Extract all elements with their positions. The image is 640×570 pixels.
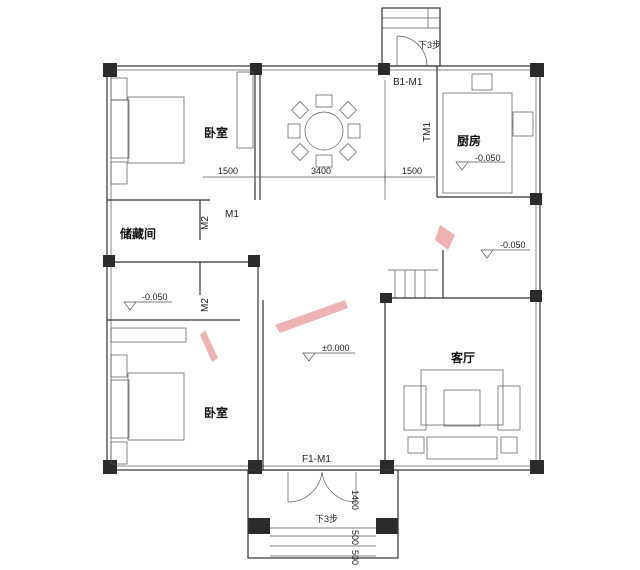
dimension-500-a: 500 xyxy=(350,530,360,545)
sofa-set xyxy=(403,369,521,460)
dimension-3400: 3400 xyxy=(311,166,331,176)
bed-bottom xyxy=(110,354,185,465)
wardrobe xyxy=(110,71,254,343)
columns xyxy=(103,63,544,534)
door-label-m2-storage: M2 xyxy=(200,216,211,230)
door-label-m1: M1 xyxy=(225,209,239,220)
dining-table xyxy=(287,94,361,168)
door-label-tm1: TM1 xyxy=(422,122,433,142)
steps-front: 下3步 xyxy=(315,514,338,524)
room-label-bedroom-bottom: 卧室 xyxy=(204,405,228,420)
watermark xyxy=(200,225,455,362)
back-porch xyxy=(381,7,441,67)
kitchen-fixtures xyxy=(442,73,534,194)
front-porch xyxy=(247,469,399,559)
room-label-kitchen: 厨房 xyxy=(457,133,481,148)
stairs xyxy=(388,269,438,298)
steps-back: 下3步 xyxy=(418,40,441,50)
room-label-living-room: 客厅 xyxy=(450,350,475,365)
room-label-storage: 储藏间 xyxy=(120,226,156,241)
door-label-f1-m1: F1-M1 xyxy=(302,454,331,465)
elevation-bathroom: -0.050 xyxy=(142,292,168,302)
dimension-1500-right: 1500 xyxy=(402,166,422,176)
outer-walls xyxy=(106,65,541,471)
dimension-1400: 1400 xyxy=(350,490,360,510)
interior-walls xyxy=(107,66,540,470)
elevation-toilet: -0.050 xyxy=(500,240,526,250)
elevation-markers xyxy=(123,161,530,362)
dimension-line xyxy=(203,172,435,182)
door-label-b1-m1: B1-M1 xyxy=(393,77,423,88)
elevation-hall: ±0.000 xyxy=(322,343,349,353)
door-label-m2-bath: M2 xyxy=(200,298,211,312)
bed-top xyxy=(110,77,185,185)
dimension-1500-left: 1500 xyxy=(218,166,238,176)
room-label-bedroom-top: 卧室 xyxy=(204,125,228,140)
elevation-kitchen: -0.050 xyxy=(475,153,501,163)
dimension-500-b: 500 xyxy=(350,550,360,565)
